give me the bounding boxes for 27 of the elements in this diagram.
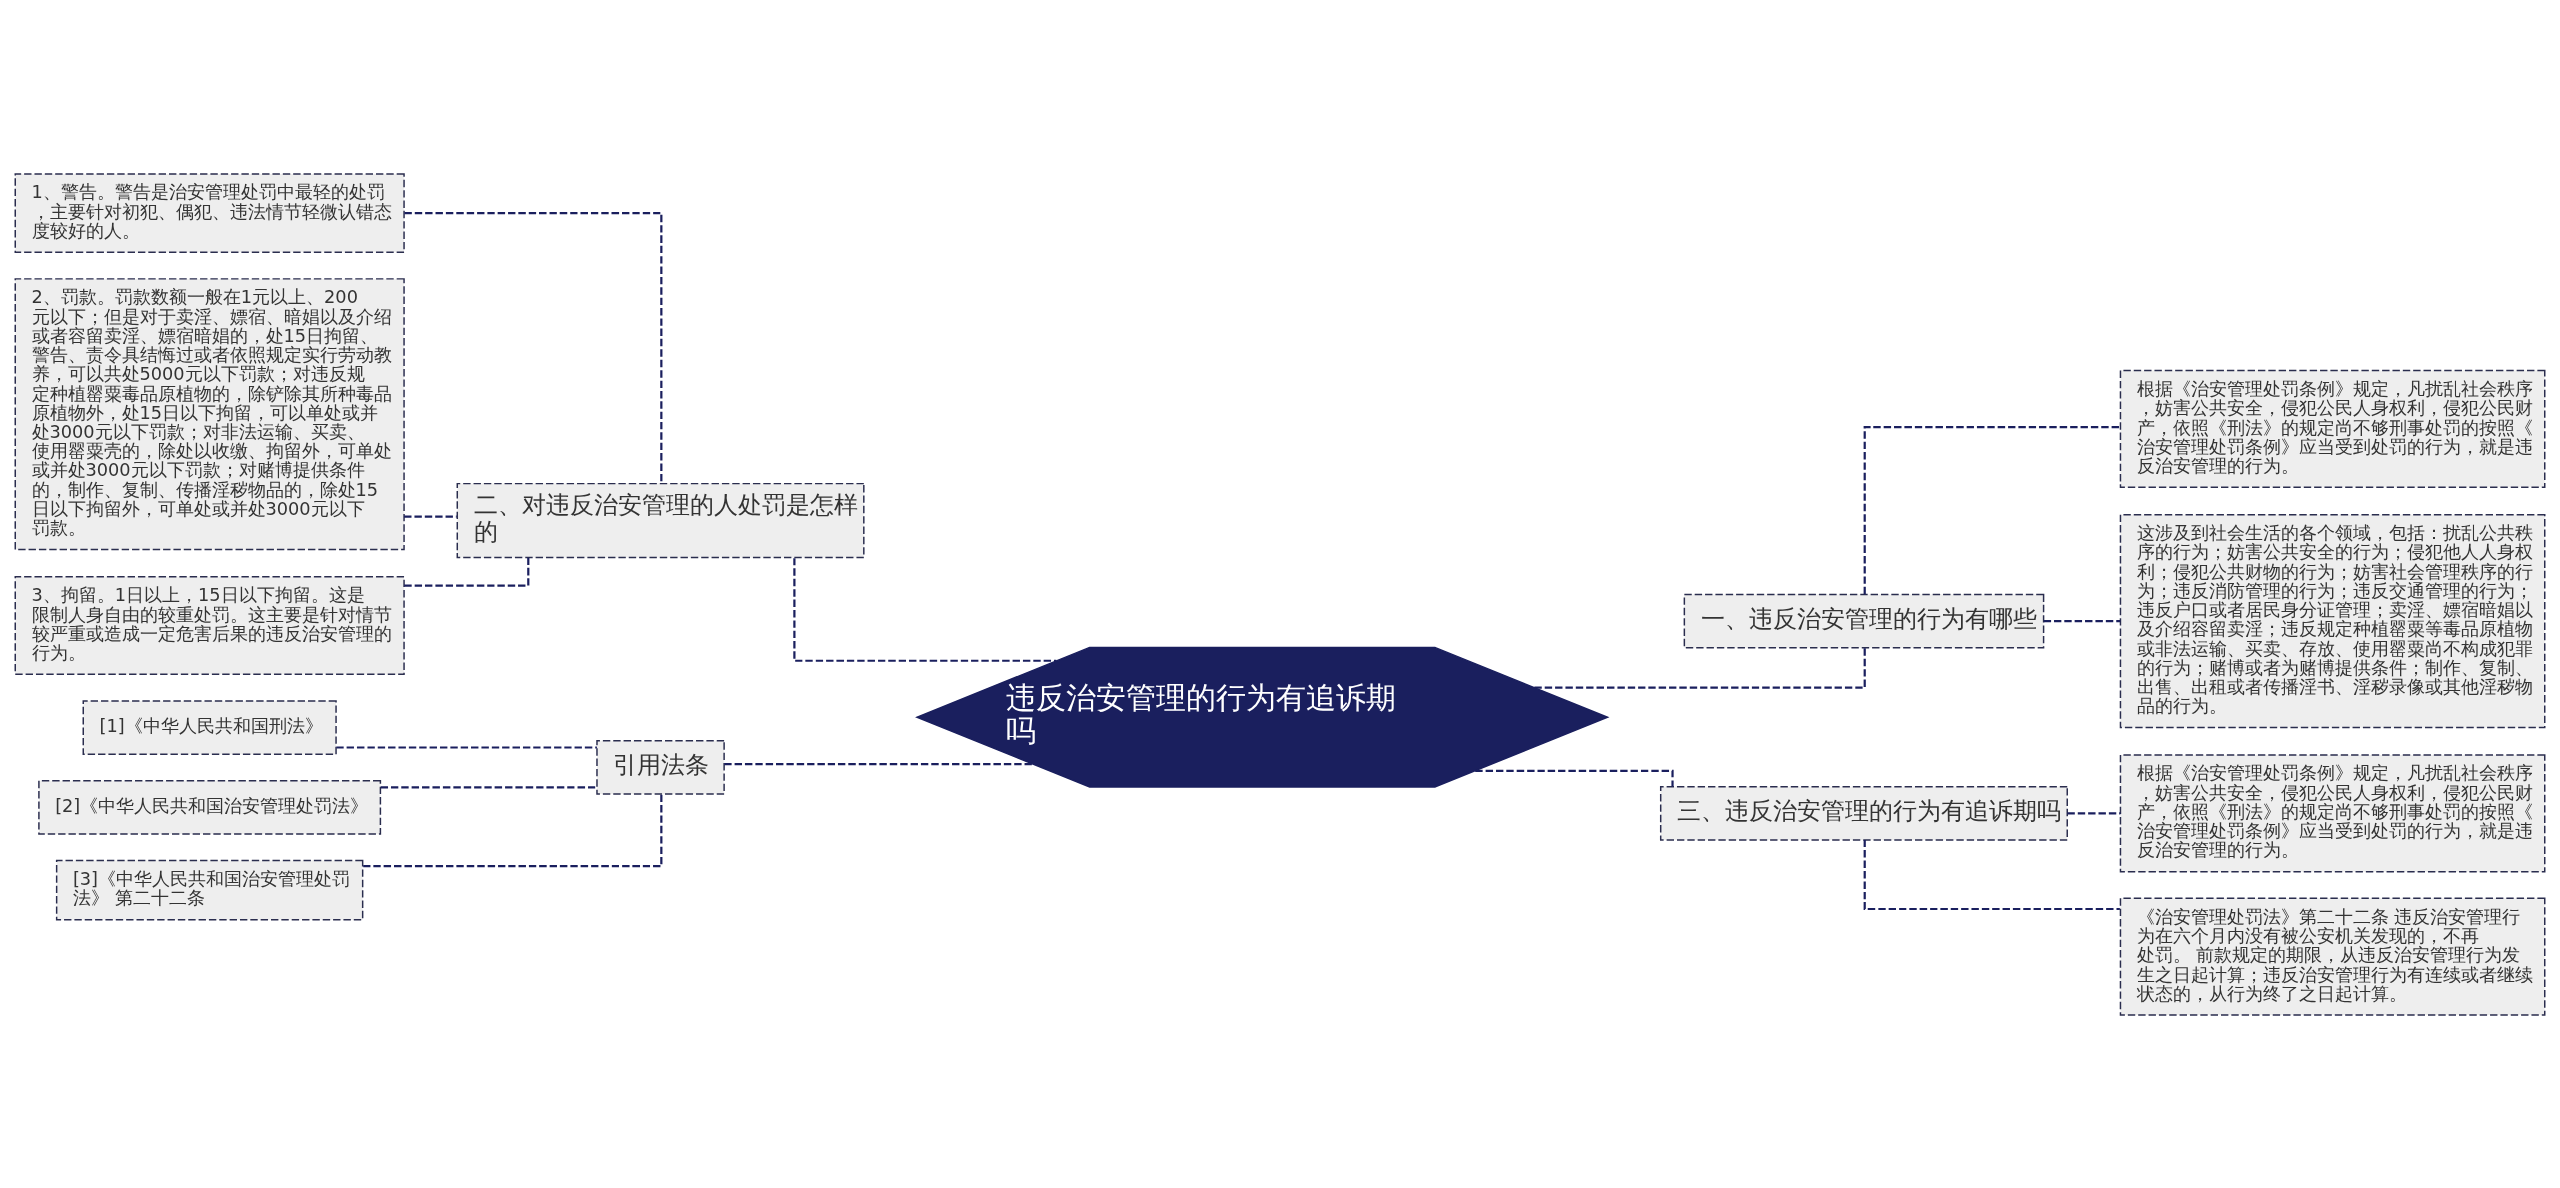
node-box: 三、违反治安管理的行为有追诉期吗	[1659, 785, 2068, 841]
connector	[1863, 425, 2120, 594]
node-box: 引用法条	[596, 739, 725, 795]
connector	[1534, 647, 1866, 689]
connector	[1475, 769, 1674, 787]
connector	[793, 557, 1057, 662]
node-box: 根据《治安管理处罚条例》规定，凡扰乱社会秩序，妨害公共安全，侵犯公民人身权利，侵犯公民财产，依照《刑法》的规定尚不够刑事处罚的按照《治安管理处罚条例》应当受到处罚的行为，就是违反治安管理的行为。	[2119, 753, 2546, 872]
connector	[1863, 839, 2120, 910]
connector	[2067, 811, 2121, 814]
node-box: 1、警告。警告是治安管理处罚中最轻的处罚，主要针对初犯、偶犯、违法情节轻微认错态度较好的人。	[14, 172, 405, 253]
node-box: 这涉及到社会生活的各个领域，包括：扰乱公共秩序的行为；妨害公共安全的行为；侵犯他人人身权利；侵犯公共财物的行为；妨害社会管理秩序的行为；违反消防管理的行为；违反交通管理的行为；违反户口或者居民身分证管理；卖淫、嫖宿暗娼以及介绍容留卖淫；违反规定种植罂粟等毒品原植物或非法运输、买卖、存放、使用罂粟尚不构成犯罪的行为；赌博或者为赌博提供条件；制作、复制、出售、出租或者传播淫书、淫秽录像或其他淫秽物品的行为。	[2119, 513, 2546, 728]
node-box: 3、拘留。1日以上，15日以下拘留。这是限制人身自由的较重处罚。这主要是针对情节较严重或造成一定危害后果的违反治安管理的行为。	[14, 575, 405, 675]
node-box: 二、对违反治安管理的人处罚是怎样的	[456, 482, 865, 558]
node-box: [1]《中华人民共和国刑法》	[82, 699, 337, 755]
connector	[724, 762, 1033, 765]
node-box: 一、违反治安管理的行为有哪些	[1683, 593, 2045, 648]
connector	[336, 745, 597, 749]
connector	[2043, 619, 2121, 622]
node-box: [2]《中华人民共和国治安管理处罚法》	[38, 779, 382, 835]
connector	[380, 785, 597, 789]
node-box: [3]《中华人民共和国治安管理处罚法》 第二十二条	[55, 859, 364, 920]
node-box: 2、罚款。罚款数额一般在1元以上、200元以下；但是对于卖淫、嫖宿、暗娼以及介绍或者容留卖淫、嫖宿暗娼的，处15日拘留、警告、责令具结悔过或者依照规定实行劳动教养，可以共处5000元以下罚款；对违反规定种植罂粟毒品原植物的，除铲除其所种毒品原植物外，处15日以下拘留，可以单处或并处3000元以下罚款；对非法运输、买卖、使用罂粟壳的，除处以收缴、拘留外，可单处或并处3000元以下罚款；对赌博提供条件的，制作、复制、传播淫秽物品的，除处15日以下拘留外，可单处或并处3000元以下罚款。	[14, 277, 405, 550]
connector	[404, 514, 457, 518]
connector	[363, 793, 663, 867]
connector	[404, 211, 663, 483]
node-box: 《治安管理处罚法》第二十二条 违反治安管理行为在六个月内没有被公安机关发现的，不再处罚。 前款规定的期限，从违反治安管理行为发生之日起计算；违反治安管理行为有连续或者继续状态的，从行为终了之日起计算。	[2119, 897, 2546, 1016]
node-box: 根据《治安管理处罚条例》规定，凡扰乱社会秩序，妨害公共安全，侵犯公民人身权利，侵犯公民财产，依照《刑法》的规定尚不够刑事处罚的按照《治安管理处罚条例》应当受到处罚的行为，就是违反治安管理的行为。	[2119, 369, 2546, 488]
